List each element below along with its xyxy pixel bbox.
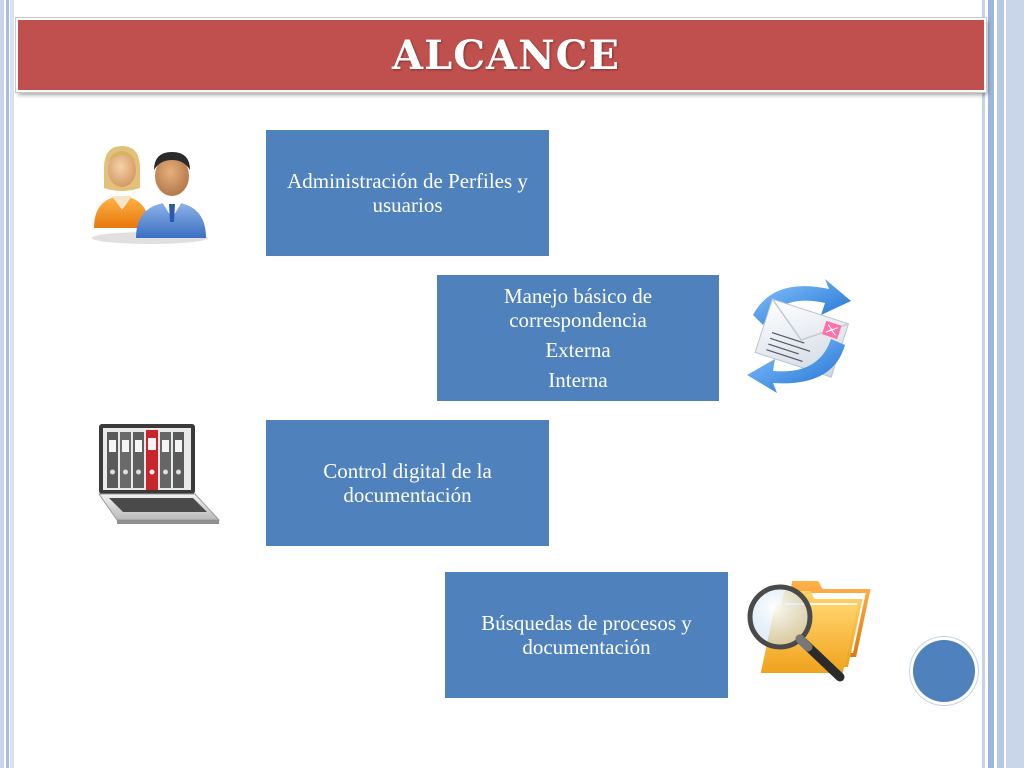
scope-item-text: Administración de Perfiles y usuarios <box>287 169 528 217</box>
scope-item-search: Búsquedas de procesos y documentación <box>445 572 728 698</box>
laptop-binders-icon <box>98 424 221 524</box>
decorative-circle <box>913 640 975 702</box>
scope-item-profiles: Administración de Perfiles y usuarios <box>266 130 549 256</box>
scope-subitem-external: Externa <box>545 338 611 362</box>
scope-item-text: Control digital de la documentación <box>323 459 492 507</box>
scope-item-digital-control: Control digital de la documentación <box>266 420 549 546</box>
title-bar: ALCANCE <box>16 18 986 92</box>
scope-item-text: Búsquedas de procesos y documentación <box>481 611 692 659</box>
right-border-decoration <box>978 0 1024 768</box>
folder-search-icon <box>747 581 871 682</box>
slide-title: ALCANCE <box>392 31 620 79</box>
users-icon <box>92 146 208 244</box>
left-border-decoration <box>0 0 14 768</box>
scope-item-text: Manejo básico de correspondencia <box>503 284 653 332</box>
scope-subitem-internal: Interna <box>548 368 608 392</box>
email-icon <box>747 279 851 393</box>
scope-item-correspondence: Manejo básico de correspondencia Externa… <box>437 275 719 401</box>
